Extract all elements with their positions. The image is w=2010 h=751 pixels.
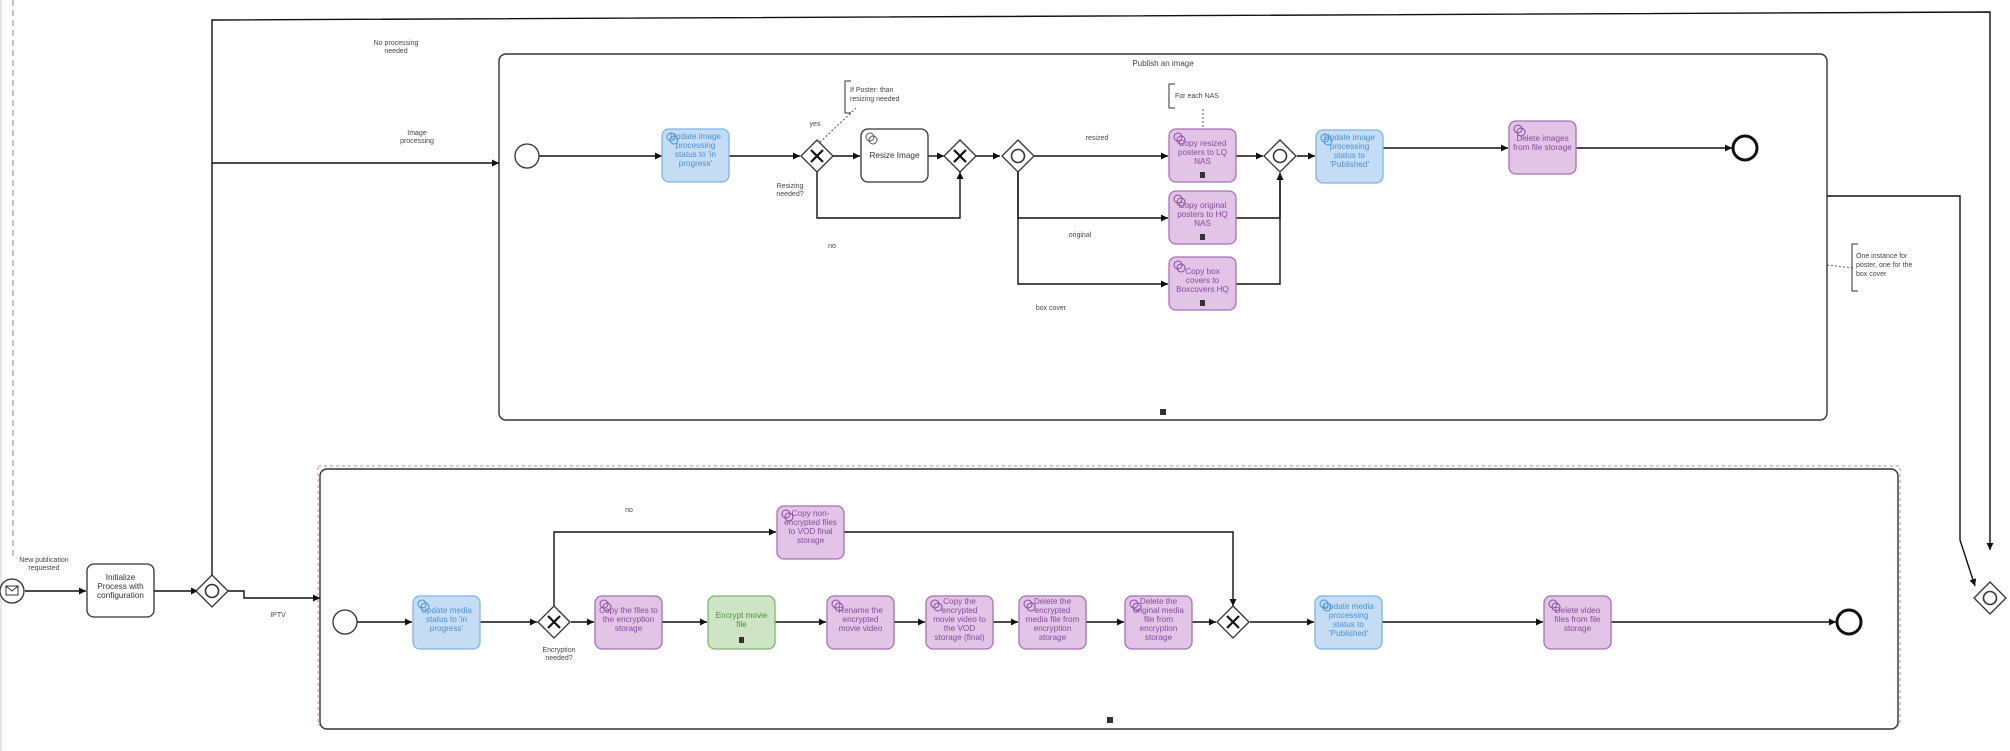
svg-text:resized: resized	[1086, 135, 1109, 142]
gateway-image-type-split[interactable]	[1001, 139, 1035, 173]
start-event-image[interactable]	[514, 143, 540, 169]
svg-text:yes: yes	[810, 121, 821, 128]
gear-icon	[1319, 599, 1332, 612]
annotation-associations	[816, 107, 1854, 269]
gateway-inclusive-split[interactable]	[195, 574, 229, 608]
sequence-flows	[25, 11, 1994, 626]
start-event-media[interactable]	[332, 609, 358, 635]
svg-text:no: no	[625, 507, 633, 514]
annotation-for-each-nas: For each NAS	[1168, 83, 1219, 109]
multi-instance-marker	[1160, 409, 1166, 415]
svg-text:IPTV: IPTV	[270, 612, 286, 619]
gear-icon	[599, 599, 612, 612]
svg-text:box cover: box cover	[1036, 305, 1067, 312]
subprocess-publish-media[interactable]	[317, 465, 1901, 730]
envelope-icon	[5, 585, 19, 596]
gear-icon	[831, 599, 844, 612]
gear-icon	[666, 132, 679, 145]
svg-text:no: no	[828, 243, 836, 250]
task-resize-image[interactable]: Resize Image	[860, 128, 929, 183]
gear-icon	[1513, 124, 1526, 137]
multi-instance-marker	[1200, 172, 1205, 178]
gateway-inclusive-join[interactable]	[1973, 581, 2007, 615]
end-event-media[interactable]	[1835, 608, 1863, 636]
gear-icon	[1320, 133, 1333, 146]
gear-icon	[1548, 599, 1561, 612]
gear-icon	[930, 599, 943, 612]
gear-icon	[417, 599, 430, 612]
gear-icon	[1129, 599, 1142, 612]
multi-instance-marker	[739, 637, 744, 643]
gear-icon	[1173, 132, 1186, 145]
gear-icon	[1023, 599, 1036, 612]
subprocess-title: Publish an image	[1132, 59, 1194, 68]
svg-text:For each NAS: For each NAS	[1175, 93, 1219, 100]
gateway-image-type-join[interactable]	[1263, 139, 1297, 173]
gear-icon	[1173, 260, 1186, 273]
multi-instance-marker	[1107, 717, 1113, 723]
gateway-resizing-join[interactable]	[943, 139, 977, 173]
multi-instance-marker	[1200, 300, 1205, 306]
svg-text:Resize Image: Resize Image	[869, 151, 920, 160]
svg-text:original: original	[1069, 232, 1092, 239]
subprocess-publish-image[interactable]: Publish an image	[498, 53, 1828, 421]
gear-icon	[865, 132, 878, 145]
gear-icon	[781, 509, 794, 522]
gateway-resizing-needed[interactable]	[800, 139, 834, 173]
gateway-encryption-join[interactable]	[1216, 605, 1250, 639]
end-event-image[interactable]	[1731, 134, 1759, 162]
start-message-event[interactable]	[0, 578, 25, 604]
gear-icon	[1173, 194, 1186, 207]
multi-instance-marker	[1200, 234, 1205, 240]
gateway-encryption-needed[interactable]	[537, 605, 571, 639]
